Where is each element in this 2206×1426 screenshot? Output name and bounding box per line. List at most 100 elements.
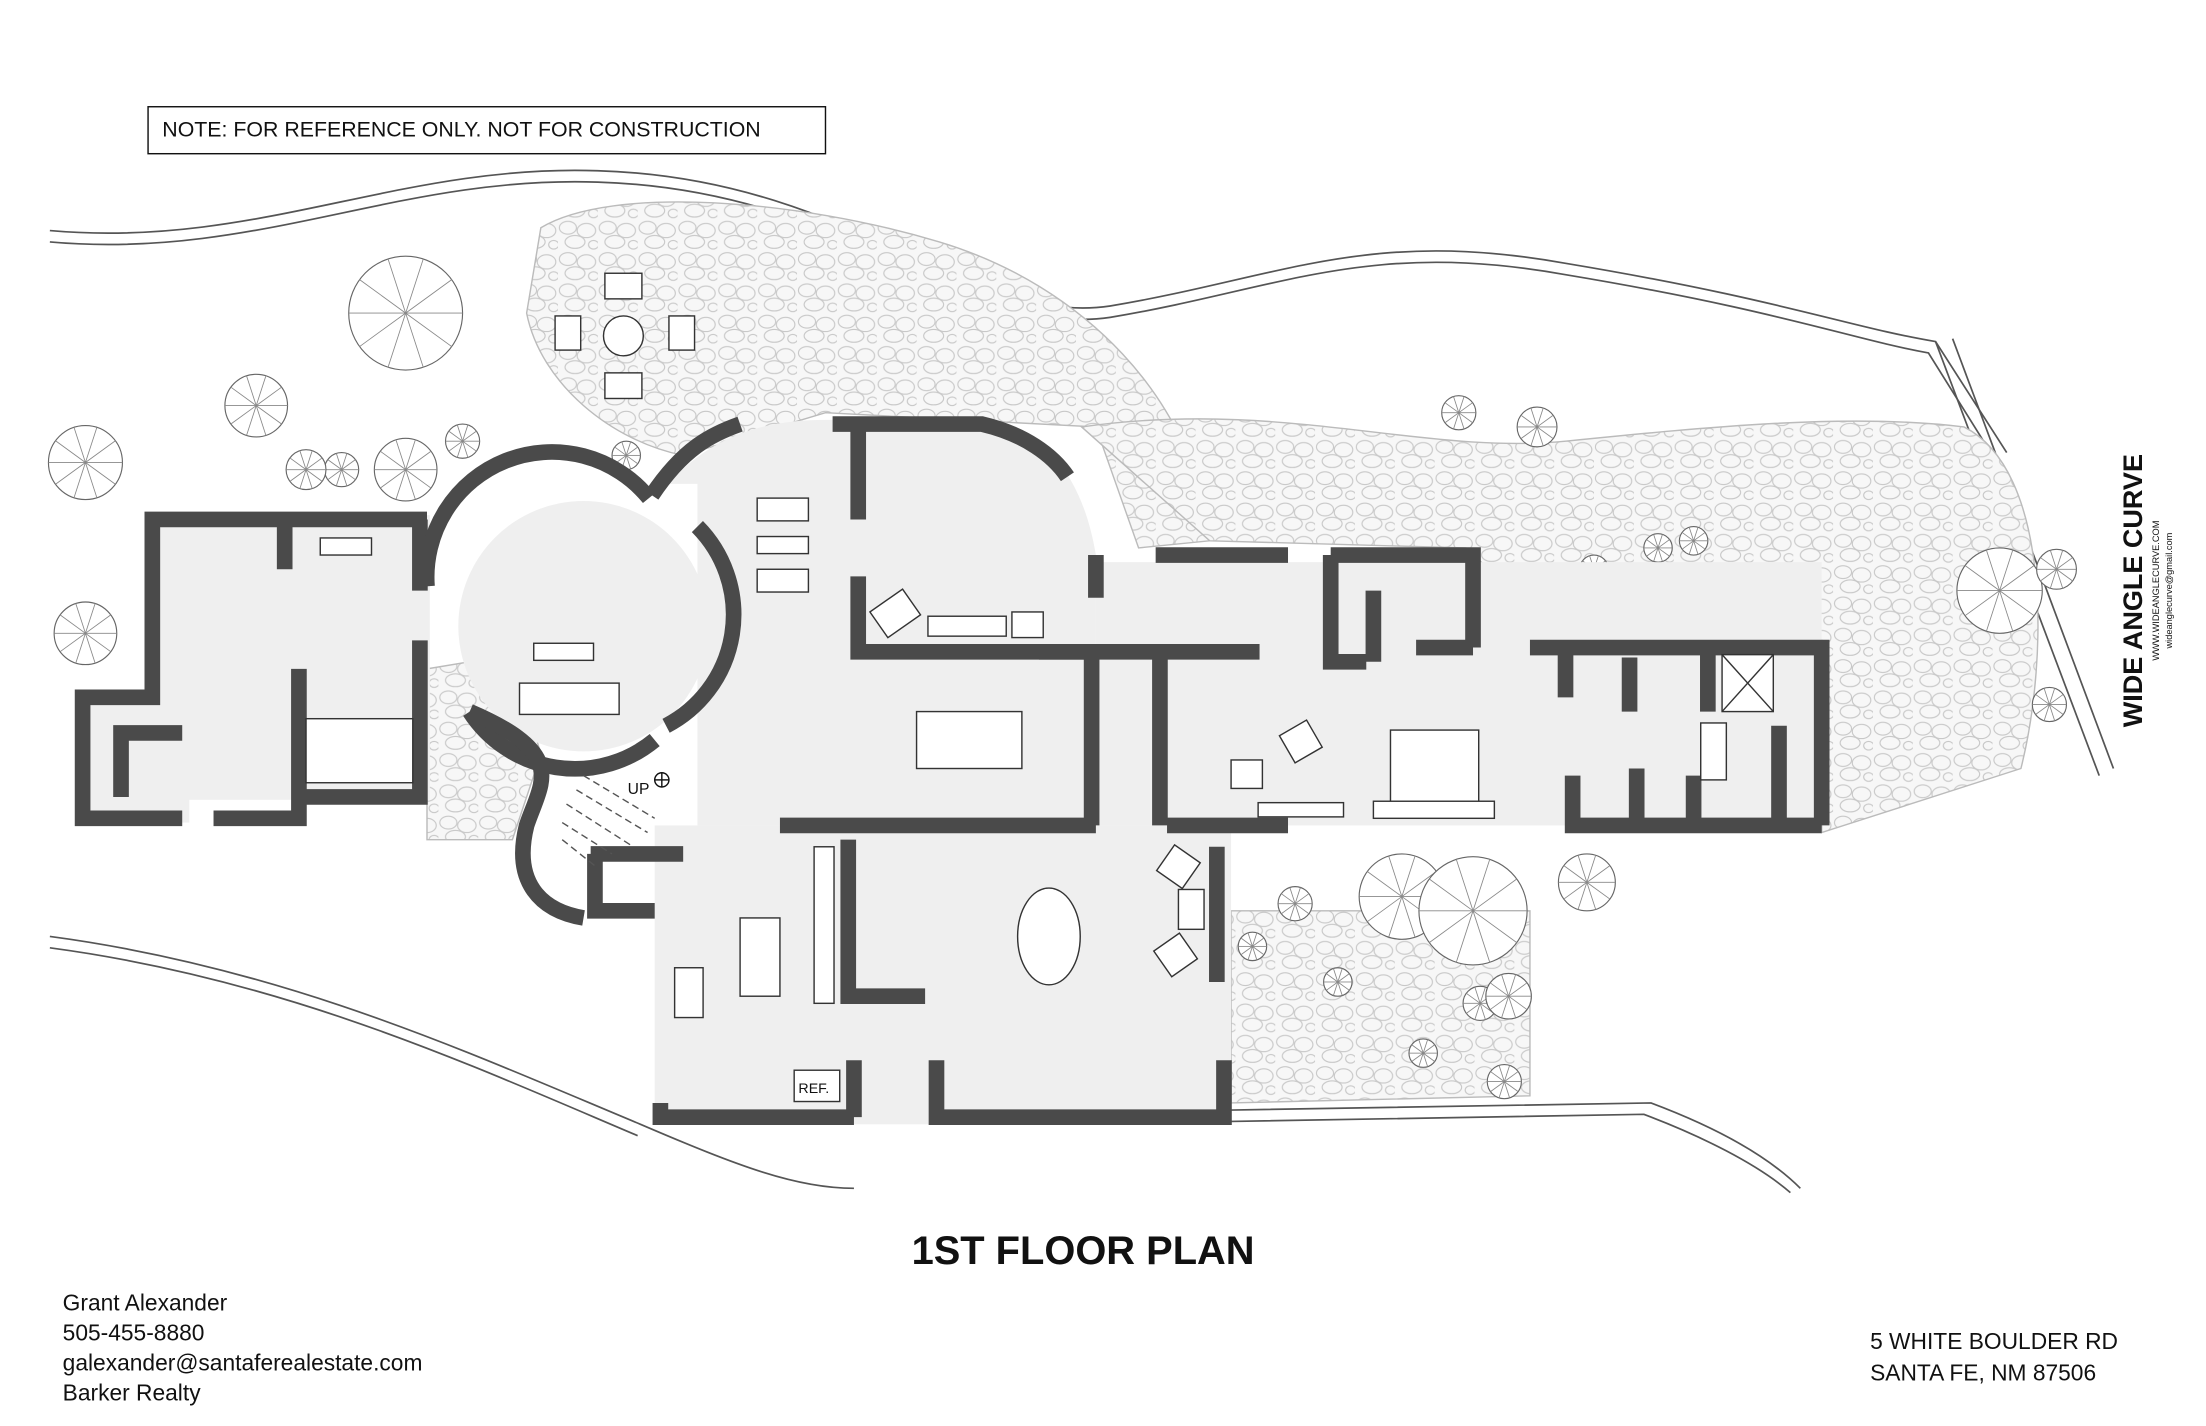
tree-branch [1693, 540, 1706, 550]
tree-branch [1458, 412, 1473, 424]
tree-branch [1472, 859, 1491, 911]
tree-branch [1653, 534, 1659, 549]
tree-branch [1418, 1039, 1424, 1054]
tree-branch [1458, 412, 1465, 430]
tree-branch [1508, 995, 1528, 1010]
brand-name: WIDE ANGLE CURVE [2118, 454, 2148, 727]
tree-branch [1289, 887, 1296, 904]
tree-branch [1646, 547, 1659, 557]
tree-branch [1252, 932, 1258, 947]
tree-branch [614, 446, 627, 456]
tree-branch [1501, 974, 1510, 997]
tree-branch [85, 633, 96, 664]
tree-branch [2040, 557, 2057, 570]
tree-branch [335, 453, 343, 470]
tree-branch [85, 614, 112, 634]
tree-branch [1289, 903, 1296, 921]
tree-branch [1294, 887, 1301, 904]
tree-branch [305, 469, 323, 482]
tree-branch [2056, 568, 2073, 582]
tree-branch [462, 441, 469, 458]
tree-branch [1337, 981, 1343, 996]
tree-branch [299, 469, 307, 489]
tree-branch [1657, 534, 1663, 549]
contact-phone: 505-455-8880 [63, 1320, 205, 1346]
address-line-2: SANTA FE, NM 87506 [1870, 1359, 2096, 1385]
tree-branch [1688, 540, 1695, 555]
reference-note: NOTE: FOR REFERENCE ONLY. NOT FOR CONSTR… [162, 118, 760, 142]
furniture [305, 272, 1775, 1103]
tree-branch [1326, 973, 1339, 983]
tree-branch [1563, 882, 1588, 900]
tree-branch [1520, 426, 1538, 440]
tree-branch [2049, 550, 2057, 570]
walls [74, 416, 1830, 1126]
tree-branch [405, 312, 424, 368]
tree-branch [1337, 968, 1343, 983]
tree-branch [1520, 414, 1538, 428]
tree-branch [255, 386, 282, 406]
tree-branch [1530, 407, 1538, 428]
tree-branch [305, 450, 313, 470]
tree-branch [625, 441, 632, 456]
tree-branch [395, 439, 407, 470]
tree-branch [1401, 855, 1416, 897]
tree-branch [1240, 937, 1253, 947]
tree-branch [405, 312, 452, 347]
tree-branch [1503, 1081, 1511, 1098]
tree-branch [1422, 1039, 1429, 1054]
tree-branch [1252, 946, 1265, 956]
tree-branch [85, 462, 116, 485]
tree-branch [1474, 986, 1481, 1004]
tree-branch [55, 440, 86, 463]
tree-branch [73, 427, 86, 463]
tree-branch [59, 614, 86, 634]
tree-branch [1964, 590, 2000, 617]
tree-branch [1536, 407, 1544, 428]
page-title: 1ST FLOOR PLAN [912, 1229, 1255, 1273]
tree-branch [1411, 1044, 1424, 1054]
tree-branch [59, 632, 86, 653]
tree-branch [1504, 1081, 1519, 1092]
tree-branch [1657, 539, 1670, 549]
tree-branch [327, 459, 342, 470]
tree-branch [1657, 547, 1663, 562]
tree-branch [625, 455, 639, 465]
tree-branch [1411, 1052, 1424, 1062]
tree-branch [1536, 426, 1544, 447]
tree-branch [1458, 402, 1473, 414]
stairs-up-label: UP [628, 781, 650, 798]
tree-branch [1985, 590, 2000, 632]
tree-branch [1489, 982, 1509, 997]
tree-branch [380, 469, 406, 489]
tree-branch [1429, 910, 1474, 943]
tree-branch [327, 469, 342, 481]
tree-branch [1455, 910, 1474, 963]
tree-branch [1586, 855, 1597, 883]
tree-branch [2056, 557, 2073, 570]
tree-branch [1693, 527, 1699, 541]
tree-branch [230, 405, 257, 425]
tree-branch [335, 469, 343, 487]
tree-branch [1281, 893, 1296, 905]
tree-branch [1466, 1002, 1481, 1014]
tree-branch [1252, 937, 1265, 947]
property-boundary [49, 169, 2115, 1194]
tree-branch [1577, 882, 1588, 910]
tree-branch [359, 279, 406, 314]
tree-branch [1247, 932, 1253, 947]
contact-company: Barker Realty [63, 1379, 202, 1405]
tree-branch [1479, 1003, 1486, 1020]
brand-website: WWW.WIDEANGLECURVE.COM [2151, 521, 2161, 661]
tree-branch [1653, 547, 1659, 562]
tree-branch [1418, 1053, 1424, 1067]
tree-branch [1693, 540, 1699, 555]
tree-branch [255, 375, 267, 406]
tree-branch [2049, 704, 2064, 715]
tree-branch [1401, 871, 1437, 897]
tree-branch [1294, 903, 1301, 921]
tree-branch [1490, 1081, 1505, 1092]
tree-branch [405, 439, 416, 470]
tree-branch [1503, 1065, 1511, 1082]
tree-branch [1472, 910, 1491, 963]
